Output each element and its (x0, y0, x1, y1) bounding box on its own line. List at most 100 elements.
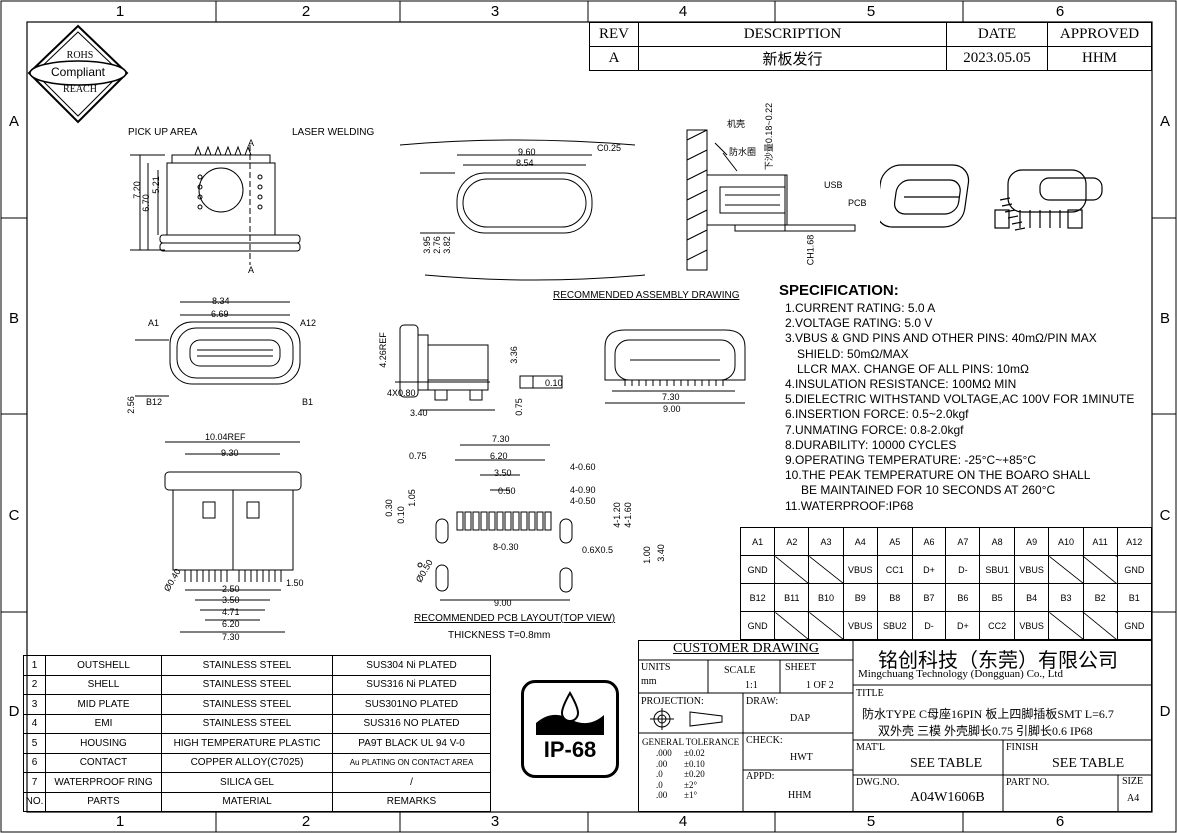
ip68-badge: IP-68 (521, 680, 619, 778)
pin-name: A7 (945, 527, 981, 556)
dim-label: 2.76 (431, 236, 442, 254)
spec-line: SHIELD: 50mΩ/MAX (797, 346, 909, 361)
pin-function: D+ (911, 555, 947, 584)
bom-no: 1 (23, 655, 46, 676)
row-label: B (8, 310, 19, 327)
dim-label: 0.30 (383, 499, 394, 517)
bom-part: MID PLATE (45, 694, 162, 715)
reach-text: REACH (63, 84, 97, 95)
pin-name: A3 (808, 527, 844, 556)
pin-function (1048, 611, 1084, 640)
dim-label: 0.10 (395, 506, 406, 524)
dim-label: 3.50 (222, 595, 240, 605)
dim-label: 3.50 (494, 468, 512, 478)
pin-name: B7 (911, 583, 947, 612)
tol-digits: .0 (656, 769, 663, 779)
date-header: DATE (946, 22, 1048, 47)
sheet-label: SHEET (785, 662, 817, 673)
pin-function: GND (1116, 555, 1153, 584)
pin-function (1082, 555, 1118, 584)
receptacle-front-drawing (604, 329, 746, 404)
draw-value: DAP (790, 713, 811, 724)
bom-part: SHELL (45, 674, 162, 695)
row-label: A (1159, 113, 1170, 130)
bom-material: COPPER ALLOY(C7025) (161, 752, 333, 773)
dim-label: 4-1.60 (622, 502, 633, 528)
dim-label: 5.21 (150, 176, 161, 194)
section-label: A (248, 138, 255, 148)
pin-function: VBUS (1013, 611, 1050, 640)
bom-material: STAINLESS STEEL (161, 674, 333, 695)
row-label: B (1159, 310, 1170, 327)
pin-function: VBUS (842, 611, 879, 640)
column-label: 2 (301, 813, 311, 830)
matl-label: MAT'L (856, 742, 886, 753)
tol-value: ±0.10 (684, 758, 705, 769)
bom-no: 7 (23, 772, 46, 793)
row-label: D (8, 703, 20, 720)
column-label: 3 (490, 3, 500, 20)
pin-function: VBUS (842, 555, 879, 584)
column-label: 4 (678, 3, 688, 20)
pin-assignment-table: A1 A2 A3 A4 A5 A6 A7 A8 A9 A10 A11 A12 G… (739, 527, 1153, 640)
rev-header: REV (589, 22, 639, 47)
side-view-drawing (130, 145, 301, 265)
tol-digits: .00 (656, 758, 668, 769)
dim-label: 8.54 (516, 158, 534, 168)
bom-remarks: SUS316 NO PLATED (332, 713, 491, 734)
row-label: D (1159, 703, 1171, 720)
date-value: 2023.05.05 (946, 46, 1048, 71)
spec-line: 9.OPERATING TEMPERATURE: -25°C~+85°C (785, 453, 1036, 468)
rohs-badge (27, 24, 129, 124)
pin-name: B5 (979, 583, 1015, 612)
dim-label: 6.69 (211, 309, 229, 319)
units-value: mm (641, 676, 657, 687)
dim-label: 7.30 (222, 632, 240, 642)
dim-label: 7.30 (492, 434, 510, 444)
recommended-pcb-label: RECOMMENDED PCB LAYOUT(TOP VIEW) (414, 613, 616, 624)
dim-label: 3.36 (508, 346, 519, 364)
general-tolerance-label: GENERAL TOLERANCE (642, 737, 740, 747)
spec-line: 8.DURABILITY: 10000 CYCLES (785, 437, 957, 452)
pin-function: CC1 (877, 555, 913, 584)
pick-up-area-label: PICK UP AREA (128, 127, 198, 138)
bom-remarks: SUS301NO PLATED (332, 694, 491, 715)
pin-function: GND (739, 611, 776, 640)
column-label: 5 (866, 3, 876, 20)
column-label: 3 (490, 813, 500, 830)
pin-function: SBU1 (979, 555, 1015, 584)
bom-remarks: PA9T BLACK UL 94 V-0 (332, 733, 491, 754)
draw-label: DRAW: (746, 696, 779, 707)
pin-name: A5 (877, 527, 913, 556)
column-label: 1 (115, 813, 125, 830)
pin-function: D- (945, 555, 981, 584)
pin-function: VBUS (1013, 555, 1050, 584)
bom-material: HIGH TEMPERATURE PLASTIC (161, 733, 333, 754)
shell-label: 机壳 (727, 119, 746, 129)
bom-remarks: SUS316 Ni PLATED (332, 674, 491, 695)
bom-part: CONTACT (45, 752, 162, 773)
tol-value: ±0.02 (684, 748, 705, 758)
pin-name: B11 (774, 583, 810, 612)
pin-name: B10 (808, 583, 844, 612)
usb-label: USB (824, 180, 843, 190)
bom-header-no: NO. (23, 791, 46, 812)
size-label: SIZE (1122, 776, 1144, 787)
dim-label: 0.75 (513, 398, 524, 416)
pin-function: GND (1116, 611, 1153, 640)
tol-value: ±2° (684, 779, 698, 790)
column-label: 6 (1055, 3, 1065, 20)
title-label: TITLE (856, 688, 884, 699)
dim-label: 10.04REF (205, 432, 246, 442)
column-label: 5 (866, 813, 876, 830)
part-no-label: PART NO. (1006, 777, 1050, 788)
dim-label: 3.40 (410, 408, 428, 418)
bom-part: HOUSING (45, 733, 162, 754)
bom-no: 6 (23, 752, 46, 773)
spec-line: 7.UNMATING FORCE: 0.8-2.0kgf (785, 422, 964, 437)
pin-function (1082, 611, 1118, 640)
spec-line: 2.VOLTAGE RATING: 5.0 V (785, 316, 933, 331)
section-label: A (248, 265, 255, 275)
pin-name: B12 (739, 583, 776, 612)
